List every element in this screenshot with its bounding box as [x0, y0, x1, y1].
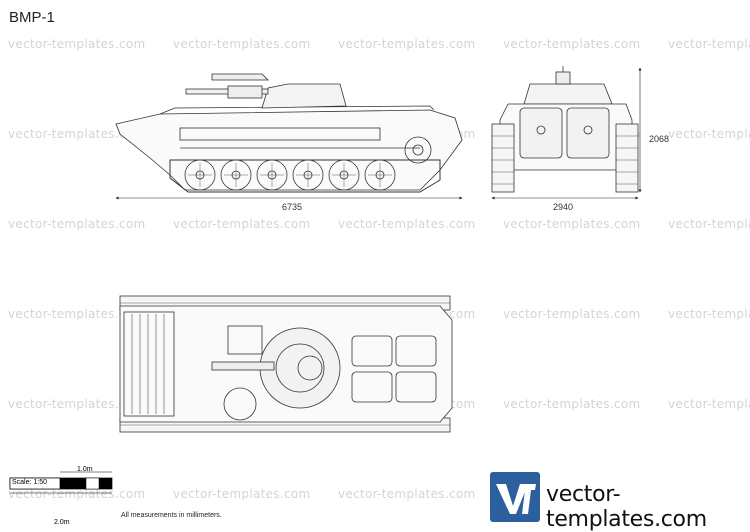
page-title: BMP-1: [9, 9, 55, 26]
watermark-text: vector-templates.com: [668, 397, 750, 411]
top-roof-hatch: [395, 371, 437, 403]
top-view: [119, 295, 453, 433]
watermark-text: vector-templates.com: [668, 127, 750, 141]
watermark-text: vector-templates.com: [173, 487, 311, 501]
side-missile: [211, 73, 269, 81]
watermark-text: vector-templates.com: [503, 37, 641, 51]
top-roof-hatch: [351, 335, 393, 367]
side-track: [169, 159, 441, 193]
road-wheel: [220, 159, 252, 191]
watermark-text: vector-templates.com: [338, 487, 476, 501]
watermark-text: vector-templates.com: [338, 217, 476, 231]
watermark-text: vector-templates.com: [503, 307, 641, 321]
front-door-right: [566, 107, 610, 159]
watermark-text: vector-templates.com: [8, 307, 146, 321]
top-roof-hatch: [395, 335, 437, 367]
front-height-label: 2068: [649, 134, 669, 144]
watermark-text: vector-templates.com: [8, 397, 146, 411]
front-periscope: [555, 71, 571, 85]
watermark-text: vector-templates.com: [503, 217, 641, 231]
watermark-text: vector-templates.com: [668, 37, 750, 51]
watermark-text: vector-templates.com: [173, 37, 311, 51]
side-gun-barrel: [185, 88, 269, 95]
road-wheel: [328, 159, 360, 191]
road-wheel: [364, 159, 396, 191]
watermark-row: vector-templates.com vector-templates.co…: [0, 37, 750, 51]
top-hatch: [227, 325, 263, 355]
watermark-text: vector-templates.com: [503, 397, 641, 411]
watermark-text: vector-templates.com: [338, 37, 476, 51]
front-door-left: [519, 107, 563, 159]
side-gun-mantlet: [227, 85, 263, 99]
watermark-row: vector-templates.com vector-templates.co…: [0, 487, 750, 501]
front-view: [491, 66, 639, 193]
front-track-left: [491, 123, 515, 193]
road-wheel: [292, 159, 324, 191]
scale-bar: [9, 471, 113, 494]
side-hull: [115, 109, 463, 191]
watermark-text: vector-templates.com: [8, 37, 146, 51]
front-width-label: 2940: [553, 202, 573, 212]
front-width-dimension: 2940: [491, 196, 639, 212]
road-wheel: [184, 159, 216, 191]
scale-label: Scale: 1:50: [12, 479, 48, 486]
front-height-dimension: 2068: [638, 67, 669, 193]
watermark-text: vector-templates.com: [173, 217, 311, 231]
measurement-note: All measurements in millimeters.: [121, 512, 222, 519]
side-length-dimension: 6735: [115, 196, 463, 212]
watermark-text: vector-templates.com: [8, 217, 146, 231]
top-glacis: [123, 311, 175, 417]
top-gun-barrel: [211, 361, 275, 371]
watermark-text: vector-templates.com: [668, 307, 750, 321]
side-panel: [179, 127, 381, 141]
brand-site-name: vector-templates.com: [546, 482, 707, 532]
scale-one-meter-label: 1.0m: [77, 466, 93, 473]
side-view: [115, 73, 463, 193]
watermark-row: vector-templates.com vector-templates.co…: [0, 217, 750, 231]
top-hatch-round: [223, 387, 257, 421]
logo-vt-icon: [490, 472, 540, 522]
watermark-text: vector-templates.com: [8, 127, 146, 141]
front-track-right: [615, 123, 639, 193]
watermark-text: vector-templates.com: [8, 487, 146, 501]
scale-two-meter-label: 2.0m: [54, 519, 70, 526]
side-length-label: 6735: [282, 202, 302, 212]
side-drive-wheel: [404, 136, 432, 164]
front-turret: [523, 83, 613, 105]
side-turret: [261, 83, 347, 109]
top-roof-hatch: [351, 371, 393, 403]
road-wheel: [256, 159, 288, 191]
watermark-text: vector-templates.com: [668, 217, 750, 231]
